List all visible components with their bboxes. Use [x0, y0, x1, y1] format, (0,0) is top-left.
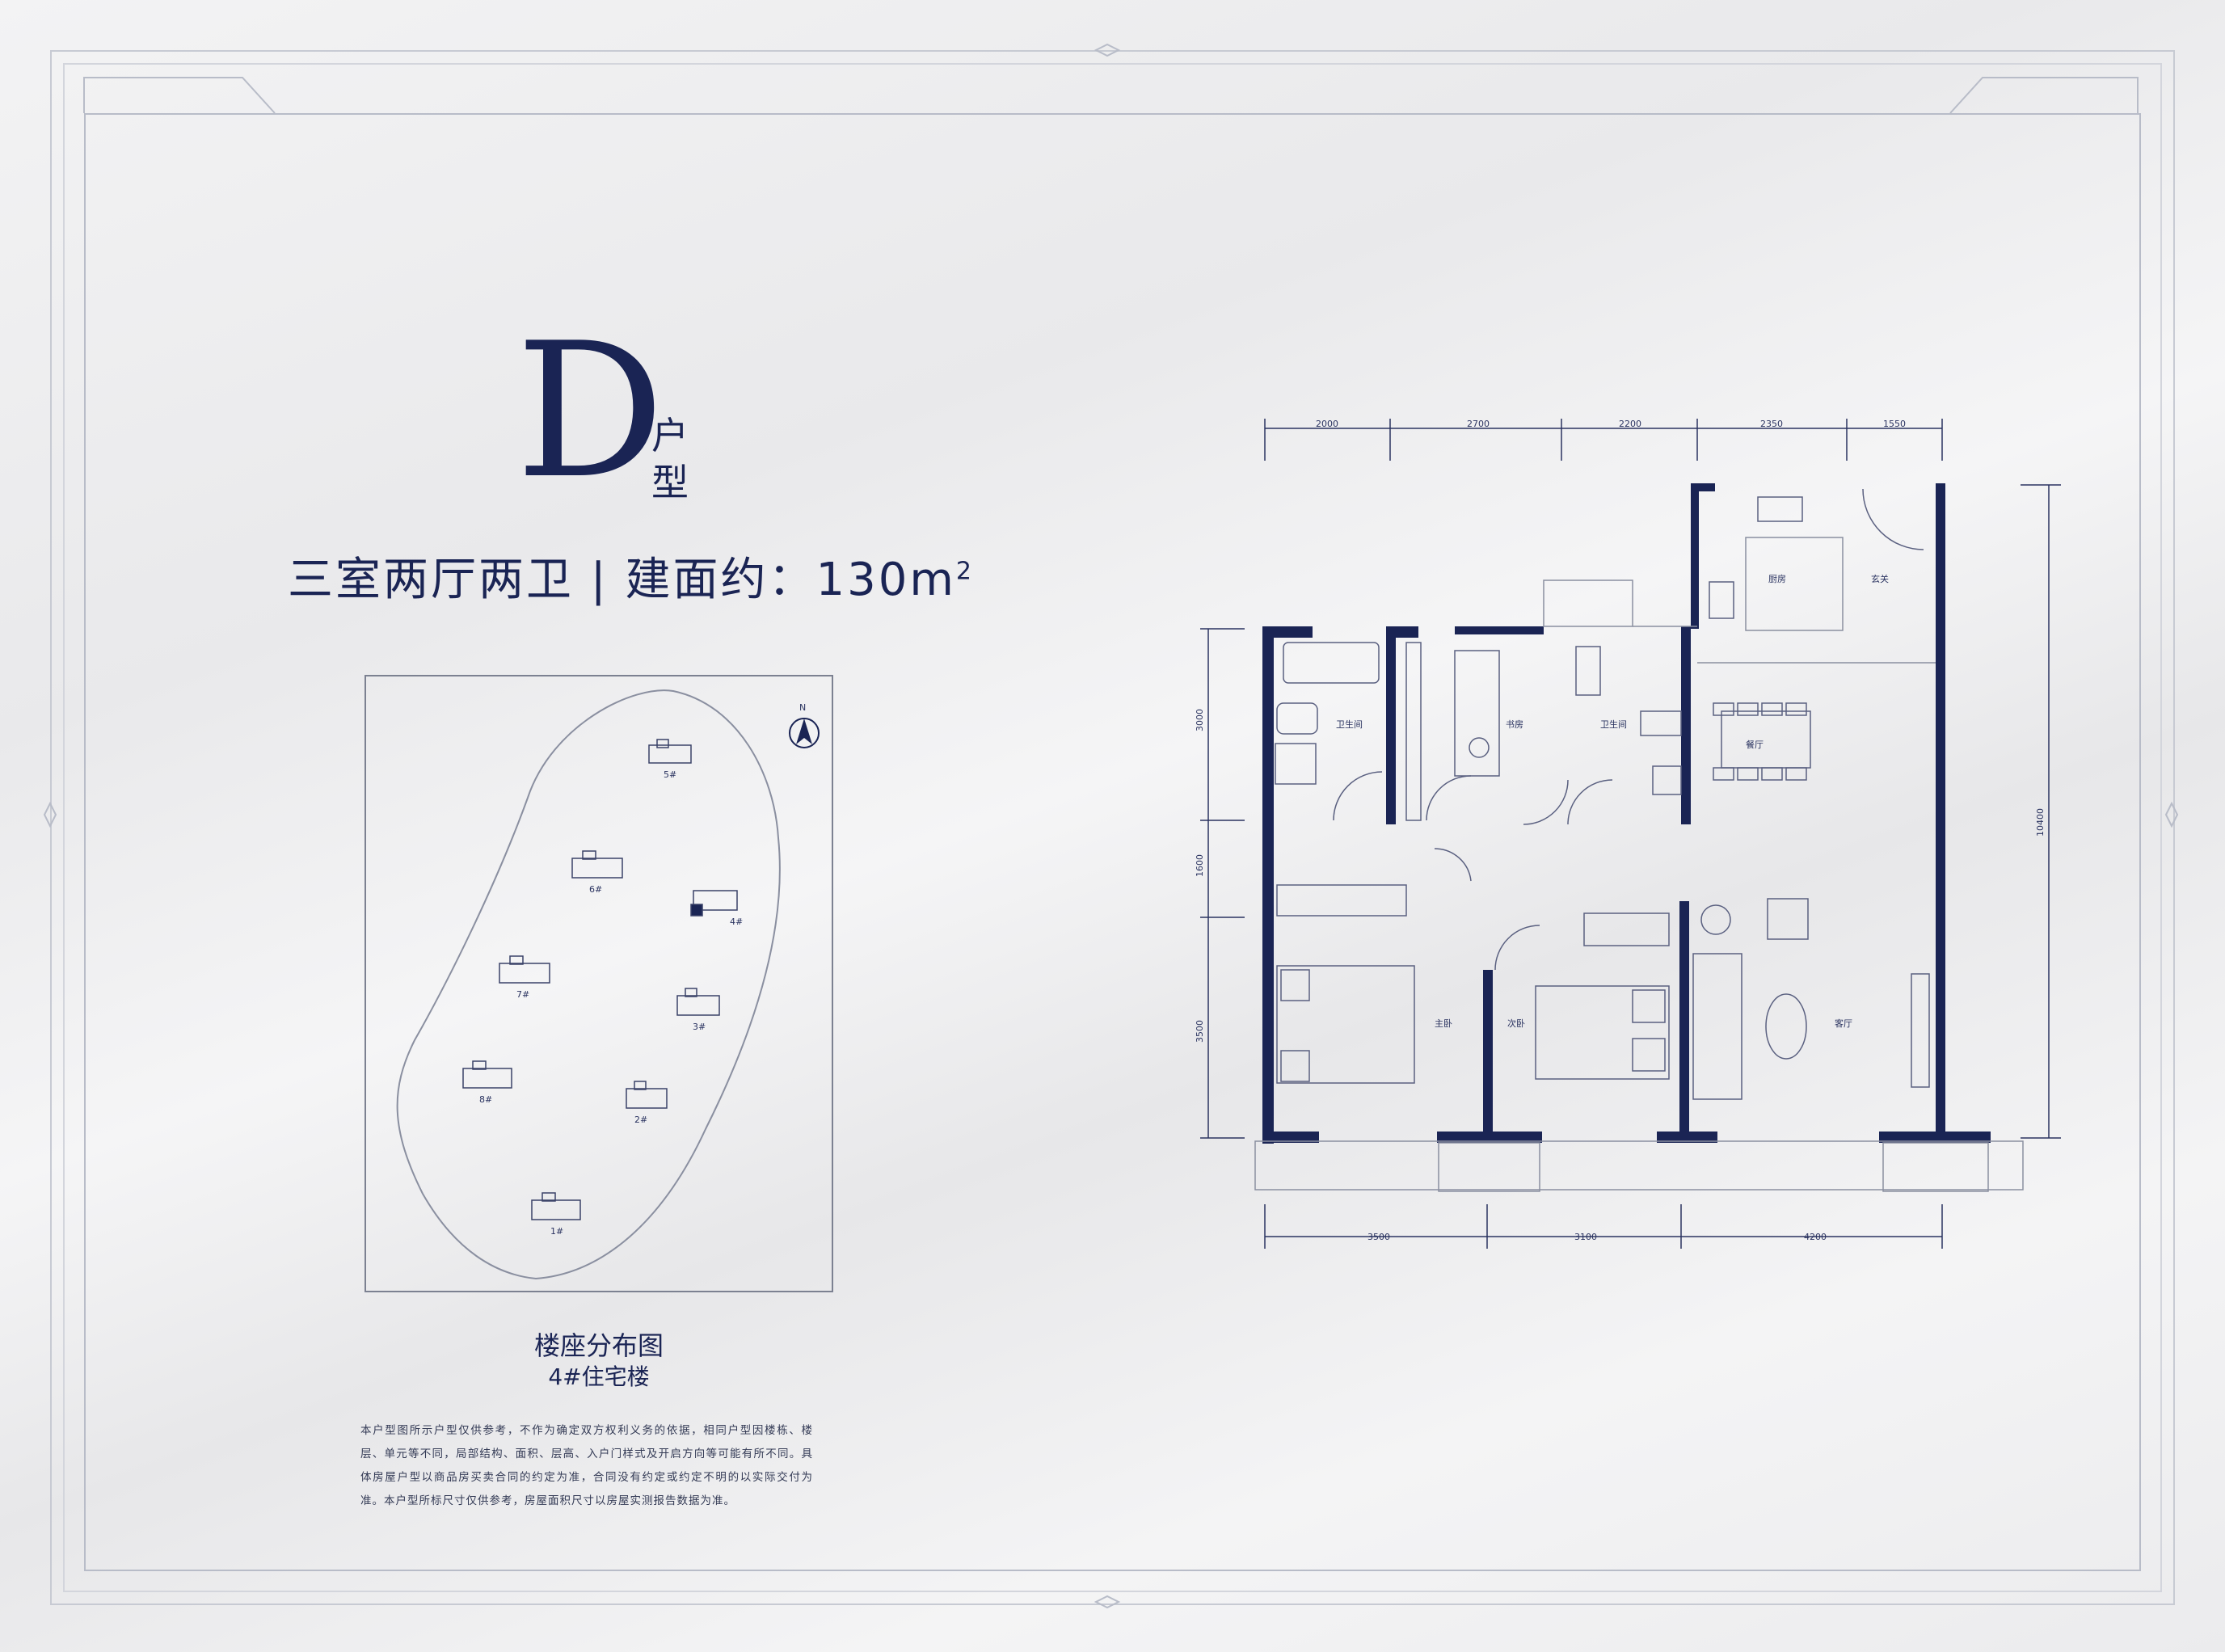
north-label: N: [799, 702, 806, 713]
dim-left-1: 3000: [1195, 709, 1205, 731]
room-master: 主卧: [1435, 1018, 1452, 1029]
disclaimer: 本户型图所示户型仅供参考，不作为确定双方权利义务的依据，相同户型因楼栋、楼层、单…: [360, 1424, 813, 1507]
room-second: 次卧: [1507, 1018, 1525, 1029]
room-dining: 餐厅: [1746, 739, 1764, 750]
room-study: 书房: [1506, 719, 1523, 730]
bldg-6: 6#: [589, 884, 602, 895]
room-kitchen: 厨房: [1768, 574, 1786, 584]
room-living: 客厅: [1835, 1018, 1852, 1029]
area-unit: m: [909, 554, 956, 606]
site-map-building: 4#住宅楼: [548, 1363, 650, 1390]
outer-lines: [1254, 537, 2024, 1192]
bldg-1: 1#: [550, 1226, 563, 1237]
dim-left-3: 3500: [1195, 1020, 1205, 1043]
bldg-5: 5#: [664, 769, 676, 780]
room-foyer: 玄关: [1871, 573, 1889, 584]
dim-top-2: 2700: [1467, 419, 1490, 429]
room-bath1: 卫生间: [1336, 719, 1363, 730]
room-bath2: 卫生间: [1600, 719, 1627, 730]
site-map: N 5# 6# 4# 7# 3# 8# 2# 1#: [365, 675, 833, 1292]
dim-top-4: 2350: [1760, 419, 1783, 429]
dim-top-3: 2200: [1619, 419, 1641, 429]
bldg-3: 3#: [693, 1022, 706, 1032]
north-arrow: N: [789, 702, 820, 748]
spec-text: 三室两厅两卫 | 建面约：130: [288, 554, 910, 606]
site-map-drawing: N 5# 6# 4# 7# 3# 8# 2# 1#: [396, 689, 820, 1280]
dim-right: 10400: [2035, 808, 2046, 837]
unit-spec: 三室两厅两卫 | 建面约：130m2: [288, 543, 974, 609]
area-sup: 2: [955, 557, 975, 586]
bldg-2: 2#: [634, 1115, 647, 1125]
bldg-8: 8#: [479, 1094, 492, 1105]
furniture: [1275, 496, 1930, 1100]
walls: [1262, 483, 1991, 1144]
bldg-4: 4#: [730, 917, 743, 927]
dim-bottom-1: 3500: [1367, 1232, 1390, 1242]
inner-frame: [84, 113, 2141, 1571]
dim-left-2: 1600: [1195, 854, 1205, 877]
site-map-title: 楼座分布图: [533, 1330, 664, 1361]
top-dimension-lines: [1200, 419, 2061, 1249]
dim-top-1: 2000: [1316, 419, 1338, 429]
bldg-7: 7#: [516, 989, 529, 1000]
dim-top-5: 1550: [1883, 419, 1906, 429]
unit-letter: D: [516, 304, 665, 520]
doors: [1333, 488, 1924, 971]
dim-bottom-2: 3100: [1574, 1232, 1597, 1242]
middle-frame: [63, 63, 2162, 1592]
dim-bottom-3: 4200: [1804, 1232, 1827, 1242]
unit-suffix: 户型: [651, 414, 689, 504]
